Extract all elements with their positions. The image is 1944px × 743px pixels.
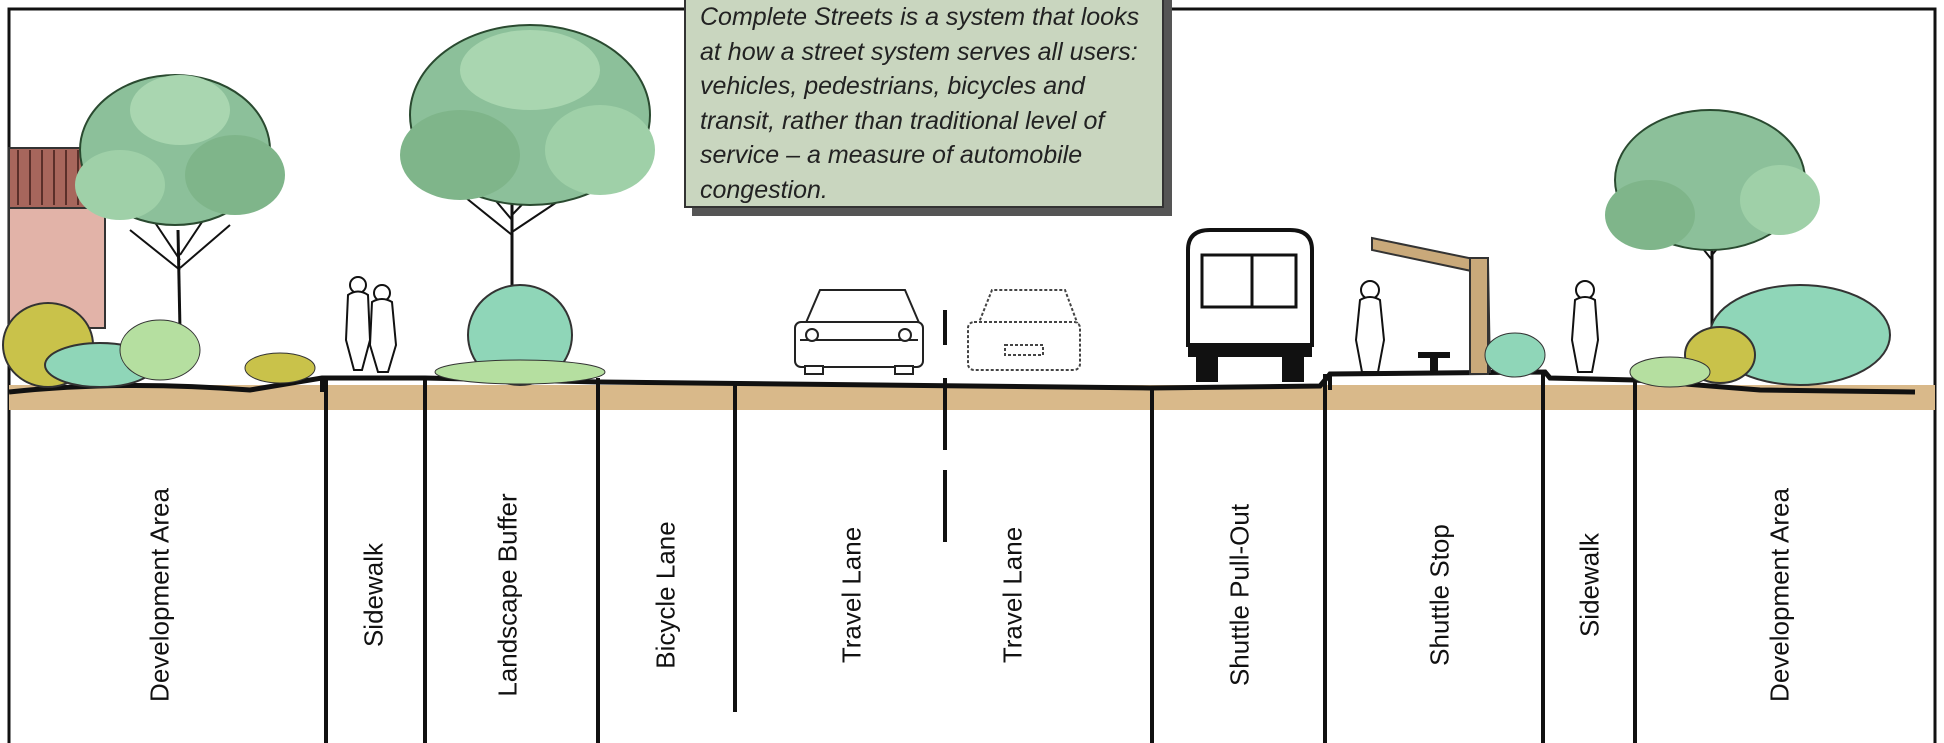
zone-label-shuttle-stop: Shuttle Stop bbox=[1424, 524, 1455, 666]
shuttle-shelter-icon bbox=[1371, 236, 1492, 375]
zone-label-bicycle-lane: Bicycle Lane bbox=[650, 521, 681, 669]
pedestrian-icon-stop bbox=[1354, 280, 1386, 373]
zone-label-shuttle-pull-out: Shuttle Pull-Out bbox=[1224, 503, 1255, 687]
zone-label-travel-lane-2: Travel Lane bbox=[997, 526, 1028, 664]
callout-box: Complete Streets is a system that looks … bbox=[684, 0, 1164, 208]
zone-label-sidewalk-left: Sidewalk bbox=[358, 542, 389, 648]
shrub-icon-stop bbox=[1484, 332, 1546, 378]
car-icon-2 bbox=[967, 289, 1081, 371]
zone-label-travel-lane-1: Travel Lane bbox=[836, 526, 867, 664]
zone-dividers bbox=[324, 374, 1637, 743]
zone-label-development-area-left: Development Area bbox=[144, 488, 175, 702]
shrub-icon-center bbox=[434, 284, 606, 386]
zone-label-development-area-right: Development Area bbox=[1764, 488, 1795, 702]
pedestrian-icon-left bbox=[344, 276, 398, 373]
tree-icon-right bbox=[1605, 109, 1820, 330]
zone-label-landscape-buffer: Landscape Buffer bbox=[492, 493, 523, 697]
shuttle-icon bbox=[1186, 228, 1314, 382]
tree-icon-center bbox=[400, 24, 655, 300]
shrub-icon-right bbox=[1629, 284, 1891, 388]
zone-label-sidewalk-right: Sidewalk bbox=[1574, 532, 1605, 638]
callout-text: Complete Streets is a system that looks … bbox=[700, 3, 1140, 204]
car-icon-1 bbox=[794, 289, 924, 375]
shrub-icon-left bbox=[2, 302, 316, 388]
road-surface-line bbox=[8, 369, 1916, 395]
tree-icon-left bbox=[75, 74, 285, 331]
ground-strip bbox=[9, 385, 1935, 410]
pedestrian-icon-right bbox=[1570, 280, 1600, 373]
